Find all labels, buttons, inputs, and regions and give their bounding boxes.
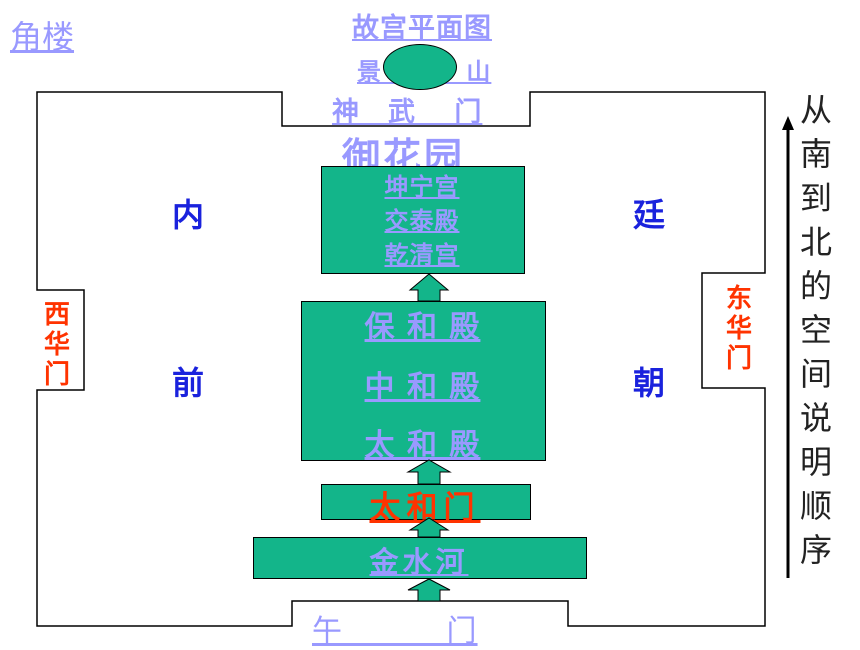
arrow-up-2 (408, 517, 450, 538)
outer-court-char-left: 前 (172, 364, 205, 402)
jingshan-hill-icon (383, 44, 457, 90)
outer-court-block (301, 301, 546, 461)
inner-court-char-right: 廷 (633, 196, 666, 234)
taihe-hall-label[interactable]: 太 和 殿 (364, 428, 481, 463)
jinshui-river-block (253, 537, 587, 579)
kunning-palace-label[interactable]: 坤宁宫 (384, 173, 460, 201)
jingshan-label[interactable]: 景 山 (357, 58, 492, 86)
arrow-up-4 (408, 273, 450, 302)
shenwu-gate-label[interactable]: 神 武 门 (332, 97, 483, 128)
baohe-hall-label[interactable]: 保 和 殿 (364, 310, 481, 345)
page-title[interactable]: 故宫平面图 (352, 13, 492, 44)
inner-court-block (321, 166, 525, 274)
jinshui-river-label[interactable]: 金水河 (369, 545, 469, 579)
inner-court-char-left: 内 (172, 196, 205, 234)
wu-gate-label[interactable]: 午 门 (312, 614, 478, 649)
qianqing-palace-label[interactable]: 乾清宫 (384, 241, 460, 269)
taihe-gate-label[interactable]: 太和门 (369, 490, 481, 526)
inner-halls-list: 坤宁宫 交泰殿 乾清宫 (321, 170, 523, 272)
north-arrow-head (782, 116, 794, 130)
east-gate-label: 东华门 (725, 284, 752, 374)
jiaotai-hall-label[interactable]: 交泰殿 (384, 207, 460, 235)
arrow-up-3 (406, 459, 452, 485)
corner-tower-label[interactable]: 角楼 (10, 18, 75, 56)
west-gate-label: 西华门 (43, 300, 70, 390)
order-caption: 从南到北的空间说明顺序 (799, 91, 832, 569)
arrow-up-1 (407, 578, 451, 602)
outer-court-char-right: 朝 (633, 364, 666, 402)
zhonghe-hall-label[interactable]: 中 和 殿 (364, 370, 481, 405)
palace-wall (36, 91, 766, 627)
